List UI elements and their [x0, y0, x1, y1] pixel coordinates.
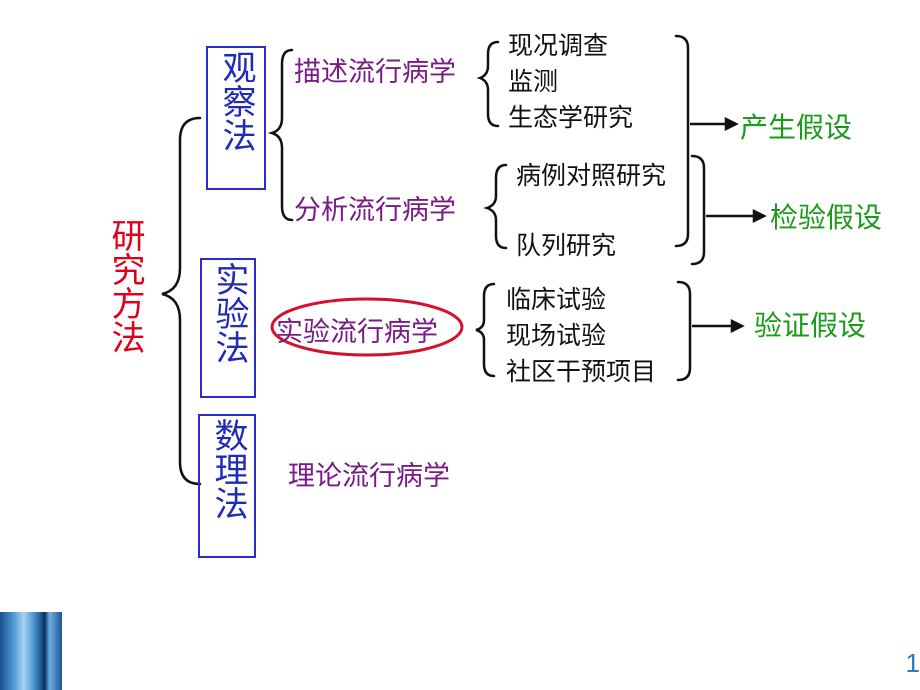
experimental-item-3: 社区干预项目 [506, 357, 657, 386]
page-number: 1 [905, 648, 920, 678]
branch-experimental: 实验流行病学 [276, 317, 438, 348]
descriptive-item-1: 现况调查 [508, 31, 609, 60]
highlight-ellipse [270, 297, 464, 357]
outcome-generate: 产生假设 [740, 111, 853, 144]
descriptive-brace [476, 40, 500, 128]
corner-decoration [0, 612, 62, 690]
analytic-item-1: 病例对照研究 [516, 161, 667, 190]
experimental-item-1: 临床试验 [506, 285, 607, 314]
mathematical-method-box: 数理法 [198, 414, 256, 558]
outcome-test: 检验假设 [770, 201, 883, 234]
right-bracket-verify [676, 280, 692, 382]
right-bracket-test [690, 154, 706, 266]
descriptive-item-2: 监测 [508, 67, 559, 96]
analytic-brace [483, 163, 508, 250]
experimental-item-2: 现场试验 [506, 321, 607, 350]
branch-theoretical: 理论流行病学 [288, 461, 450, 492]
branch-analytic: 分析流行病学 [294, 195, 456, 226]
experiment-method-box: 实验法 [200, 258, 256, 398]
descriptive-item-3: 生态学研究 [508, 103, 634, 132]
observation-brace [267, 48, 294, 222]
analytic-item-2: 队列研究 [516, 231, 617, 260]
mathematical-method-label: 数理法 [208, 418, 248, 520]
root-brace [161, 116, 202, 486]
branch-descriptive: 描述流行病学 [294, 57, 456, 88]
outcome-verify: 验证假设 [754, 309, 867, 342]
observation-method-label: 观察法 [216, 50, 256, 152]
right-bracket-generate [674, 34, 690, 248]
experimental-brace [475, 282, 496, 378]
observation-method-box: 观察法 [206, 46, 266, 190]
experiment-method-label: 实验法 [209, 262, 249, 364]
root-label: 研究方法 [105, 218, 145, 354]
